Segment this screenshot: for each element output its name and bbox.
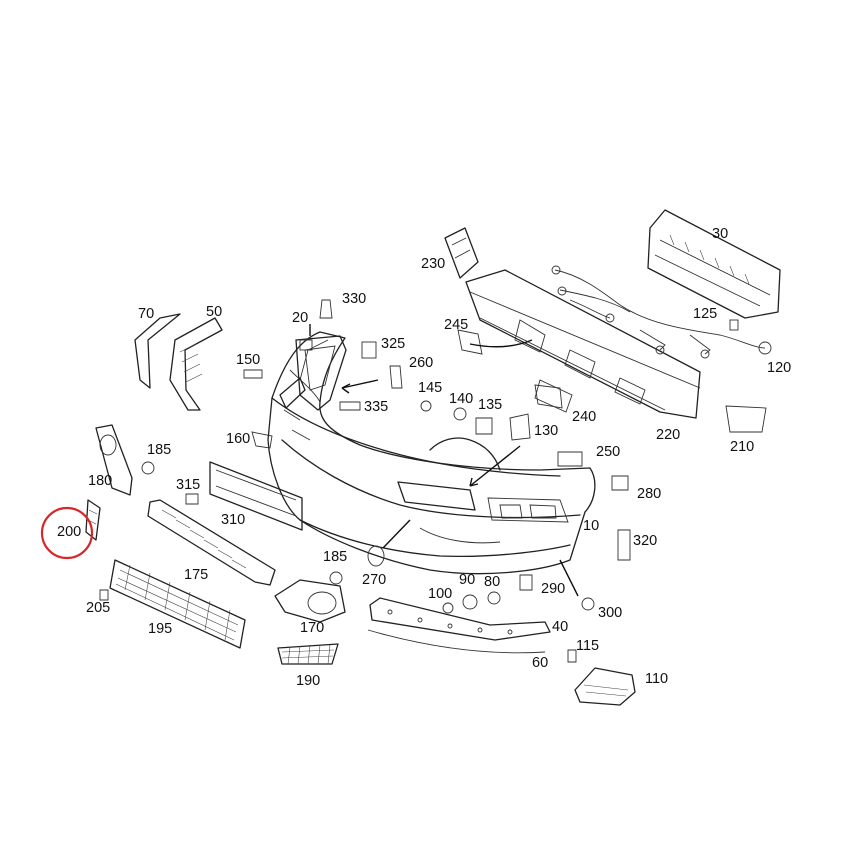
callout-125[interactable]: 125	[693, 306, 717, 322]
callout-325[interactable]: 325	[381, 336, 405, 352]
callout-300[interactable]: 300	[598, 605, 622, 621]
callout-310[interactable]: 310	[221, 512, 245, 528]
callout-labels: 10 20 30 40 50 60 70 80 90 100 110 115 1…	[57, 226, 791, 689]
callout-90[interactable]: 90	[459, 572, 475, 588]
callout-40[interactable]: 40	[552, 619, 568, 635]
chrome-strip-drawing	[367, 597, 551, 654]
small-grille-drawing	[277, 643, 339, 665]
lower-grille-drawing	[109, 559, 246, 649]
mount-bracket-drawing	[295, 335, 347, 411]
license-plate-base-drawing	[209, 461, 303, 531]
callout-245[interactable]: 245	[444, 317, 468, 333]
callout-145[interactable]: 145	[418, 380, 442, 396]
callout-50[interactable]: 50	[206, 304, 222, 320]
top-carrier-drawing	[647, 209, 781, 319]
callout-110[interactable]: 110	[645, 671, 668, 687]
callout-250[interactable]: 250	[596, 444, 620, 460]
callout-205[interactable]: 205	[86, 600, 110, 616]
callout-190[interactable]: 190	[296, 673, 320, 689]
callout-10[interactable]: 10	[583, 518, 599, 534]
callout-160[interactable]: 160	[226, 431, 250, 447]
callout-220[interactable]: 220	[656, 427, 680, 443]
callout-150[interactable]: 150	[236, 352, 260, 368]
hardware-drawing	[99, 299, 767, 663]
wiring-harness-drawing	[551, 265, 772, 359]
callout-120[interactable]: 120	[767, 360, 791, 376]
side-trim-drawing	[134, 313, 223, 411]
callout-140[interactable]: 140	[449, 391, 473, 407]
callout-80[interactable]: 80	[484, 574, 500, 590]
callout-320[interactable]: 320	[633, 533, 657, 549]
callout-230[interactable]: 230	[421, 256, 445, 272]
callout-130[interactable]: 130	[534, 423, 558, 439]
callout-330[interactable]: 330	[342, 291, 366, 307]
callout-200[interactable]: 200	[57, 524, 81, 540]
callout-175[interactable]: 175	[184, 567, 208, 583]
callout-185b[interactable]: 185	[323, 549, 347, 565]
callout-170[interactable]: 170	[300, 620, 324, 636]
callout-270[interactable]: 270	[362, 572, 386, 588]
callout-185a[interactable]: 185	[147, 442, 171, 458]
callout-210[interactable]: 210	[730, 439, 754, 455]
fog-lamp-drawing	[574, 667, 636, 706]
reinforcement-beam-drawing	[444, 227, 701, 419]
lower-trim-strip-drawing	[147, 499, 276, 586]
callout-115[interactable]: 115	[576, 638, 599, 654]
callout-180[interactable]: 180	[88, 473, 112, 489]
callout-20[interactable]: 20	[292, 310, 308, 326]
callout-100[interactable]: 100	[428, 586, 452, 602]
callout-195[interactable]: 195	[148, 621, 172, 637]
fog-lamp-ring-drawing	[274, 579, 346, 623]
fog-lamp-bracket-left-drawing	[95, 424, 133, 496]
callout-70[interactable]: 70	[138, 306, 154, 322]
callout-30[interactable]: 30	[712, 226, 728, 242]
callout-135[interactable]: 135	[478, 397, 502, 413]
callout-240[interactable]: 240	[572, 409, 596, 425]
callout-315[interactable]: 315	[176, 477, 200, 493]
callout-335[interactable]: 335	[364, 399, 388, 415]
leader-lines	[309, 324, 579, 597]
highlight-circle	[40, 506, 94, 560]
callout-280[interactable]: 280	[637, 486, 661, 502]
callout-290[interactable]: 290	[541, 581, 565, 597]
callout-260[interactable]: 260	[409, 355, 433, 371]
callout-60[interactable]: 60	[532, 655, 548, 671]
